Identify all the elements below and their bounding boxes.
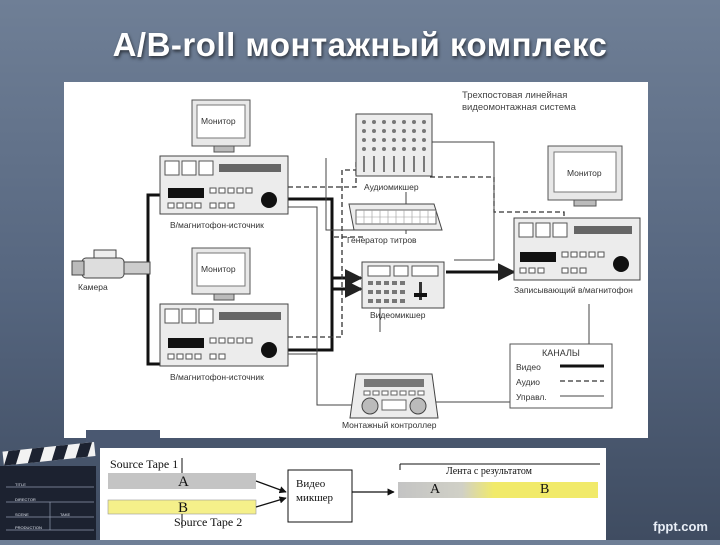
mixer-line-1: Видео bbox=[296, 478, 326, 490]
clapperboard-decoration: TITLE DIRECTOR SCENE TAKE PRODUCTION bbox=[0, 430, 160, 540]
clap-row-take: TAKE bbox=[60, 512, 71, 517]
clap-row-scene: SCENE bbox=[15, 512, 29, 517]
result-tape-label: Лента с результатом bbox=[446, 466, 532, 477]
legend-video: Видео bbox=[516, 362, 541, 372]
label-monitor-1: Монитор bbox=[201, 116, 236, 126]
channels-legend bbox=[509, 343, 613, 409]
monitor-1 bbox=[191, 99, 251, 153]
caption-line-2: видеомонтажная система bbox=[462, 102, 576, 113]
label-camera: Камера bbox=[78, 282, 108, 292]
result-b-label: B bbox=[540, 482, 550, 497]
result-tape-bar bbox=[398, 482, 598, 498]
label-monitor-2: Монитор bbox=[201, 264, 236, 274]
label-record-vtr: Записывающий в/магнитофон bbox=[514, 285, 633, 295]
clap-row-production: PRODUCTION bbox=[15, 525, 42, 530]
audio-mixer bbox=[355, 113, 433, 177]
source-tape-1-label: Source Tape 1 bbox=[110, 457, 179, 471]
monitor-2 bbox=[191, 247, 251, 301]
clapperboard-icon bbox=[0, 430, 160, 540]
label-audio-mixer: Аудиомикшер bbox=[364, 182, 419, 192]
tape-b-label: B bbox=[178, 500, 189, 516]
tape-a-bar bbox=[108, 473, 256, 489]
watermark: fppt.com bbox=[653, 519, 708, 534]
tape-a-label: A bbox=[178, 474, 189, 490]
result-a-label: A bbox=[430, 482, 441, 497]
diagram-graphics bbox=[71, 99, 641, 419]
camera bbox=[71, 249, 151, 279]
title-generator bbox=[348, 203, 443, 231]
ab-roll-graphics bbox=[107, 458, 600, 528]
legend-audio: Аудио bbox=[516, 377, 540, 387]
diagram-caption: Трехпостовая линейная видеомонтажная сис… bbox=[462, 90, 576, 114]
label-title-generator: Генератор титров bbox=[347, 235, 417, 245]
label-source-vtr-1: В/магнитофон-источник bbox=[170, 220, 264, 230]
caption-line-1: Трехпостовая линейная bbox=[462, 90, 568, 101]
clap-row-title: TITLE bbox=[15, 482, 26, 487]
monitor-3 bbox=[547, 145, 623, 207]
legend-control: Управл. bbox=[516, 392, 547, 402]
record-vtr bbox=[513, 217, 641, 281]
edit-controller bbox=[349, 373, 439, 419]
ab-roll-schematic: Source Tape 1 A B Source Tape 2 Видео ми… bbox=[100, 448, 606, 540]
source-tape-2-label: Source Tape 2 bbox=[174, 515, 243, 529]
video-mixer-box bbox=[287, 469, 353, 523]
label-video-mixer: Видеомикшер bbox=[370, 310, 426, 320]
slide-title: A/B-roll монтажный комплекс bbox=[112, 26, 608, 63]
editing-system-diagram: Трехпостовая линейная видеомонтажная сис… bbox=[64, 82, 648, 438]
label-edit-controller: Монтажный контроллер bbox=[342, 420, 437, 430]
video-mixer bbox=[361, 261, 445, 309]
mixer-line-2: микшер bbox=[296, 492, 334, 504]
label-monitor-3: Монитор bbox=[567, 168, 602, 178]
label-source-vtr-2: В/магнитофон-источник bbox=[170, 372, 264, 382]
legend-title: КАНАЛЫ bbox=[542, 348, 580, 358]
clap-row-director: DIRECTOR bbox=[15, 497, 36, 502]
video-lines bbox=[124, 193, 516, 366]
source-vtr-2 bbox=[159, 303, 289, 367]
source-vtr-1 bbox=[159, 155, 289, 215]
